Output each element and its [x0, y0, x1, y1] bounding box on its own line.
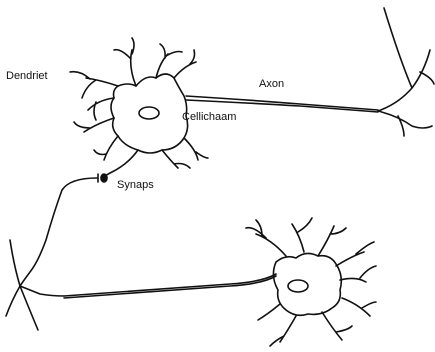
lower-nucleus [288, 280, 308, 292]
synapse-bulb [101, 174, 107, 182]
lower-side-dendrite [6, 286, 38, 330]
upper-synapse-branch [104, 150, 138, 177]
lower-neuron [6, 178, 376, 346]
upper-dendrite [70, 72, 118, 98]
lower-dendrite [318, 226, 346, 256]
upper-cell-body [111, 74, 188, 153]
lower-dendrite [340, 266, 376, 282]
lower-side-dendrite [10, 240, 64, 296]
lower-dendrite [336, 242, 374, 266]
upper-axon [186, 96, 378, 110]
upper-dendrite [184, 138, 208, 160]
lower-dendrite [342, 298, 376, 316]
upper-neuron [70, 8, 434, 177]
lower-dendrite [246, 220, 286, 256]
upper-dendrite [162, 150, 190, 168]
synapse [98, 174, 107, 182]
upper-dendrite [94, 136, 118, 160]
lower-dendrite [270, 316, 296, 346]
cellichaam-label: Cellichaam [182, 112, 236, 123]
lower-dendrite [322, 312, 352, 340]
lower-dendrite [292, 218, 312, 252]
dendriet-label: Dendriet [6, 71, 48, 82]
upper-axon-terminal [378, 8, 434, 136]
upper-nucleus [139, 107, 159, 119]
upper-dendrite [174, 50, 196, 78]
lower-axon-edge [64, 276, 276, 298]
upper-dendrite [88, 98, 114, 120]
upper-dendrite [114, 38, 136, 86]
upper-dendrite [74, 118, 114, 132]
lower-dendrite [258, 304, 280, 320]
lower-long-dendrite [20, 178, 97, 286]
axon-label: Axon [259, 79, 284, 90]
synaps-label: Synaps [117, 180, 154, 191]
